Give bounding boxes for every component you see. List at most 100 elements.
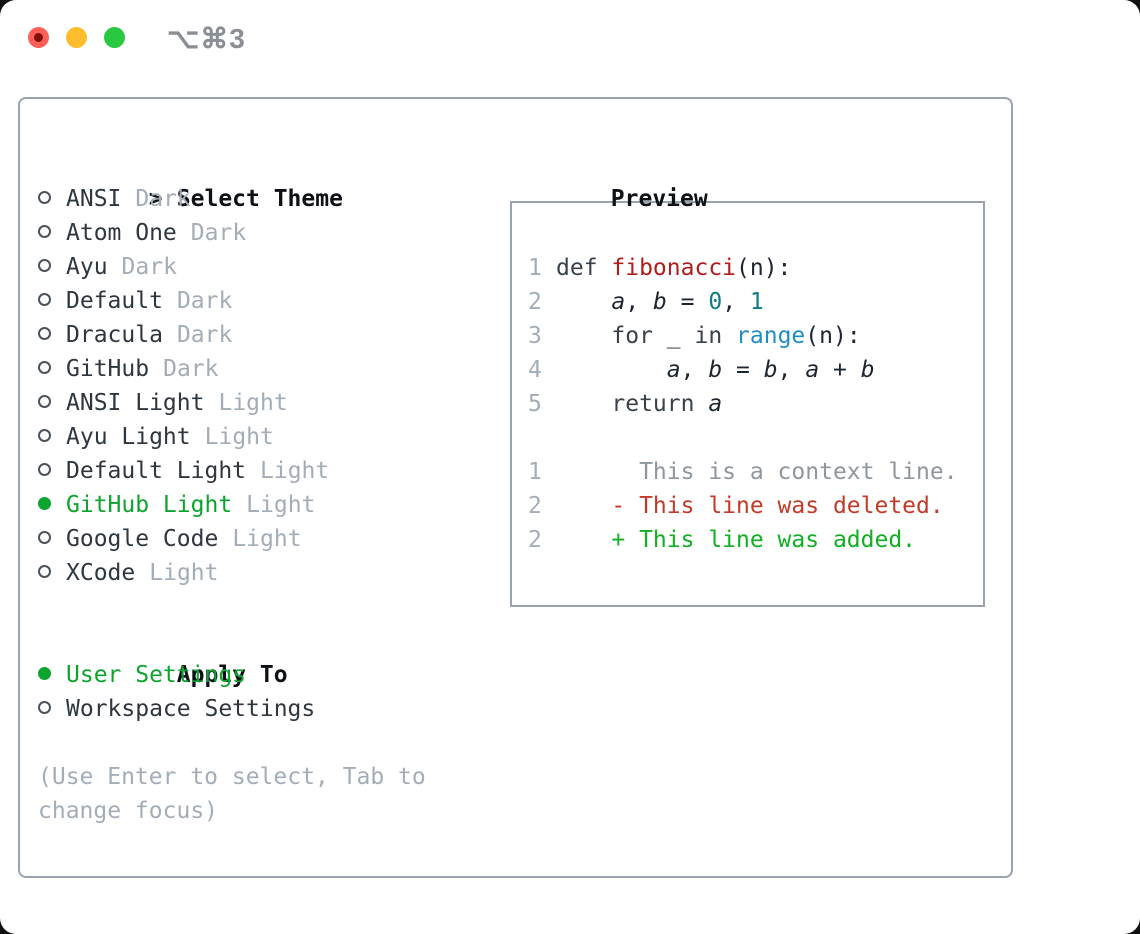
theme-variant-label: Dark — [163, 356, 219, 382]
code-segment: 0 — [708, 289, 723, 315]
code-segment: = — [666, 289, 709, 315]
code-segment: , — [680, 357, 709, 383]
code-segment: (n): — [736, 255, 792, 281]
theme-variant-label: Dark — [176, 288, 233, 314]
apply-option-user-settings[interactable]: User Settings — [38, 658, 468, 692]
hint-text: (Use Enter to select, Tab to change focu… — [38, 764, 426, 824]
code-line: 4 a, b = b, a + b — [528, 353, 983, 387]
code-segment: a — [708, 391, 723, 417]
preview-header: Preview — [500, 148, 985, 212]
code-segment: + This line was added. — [556, 527, 917, 553]
code-segment — [556, 289, 611, 315]
theme-variant-label: Light — [232, 526, 302, 552]
theme-variant-label: Light — [260, 458, 330, 484]
radio-icon — [38, 531, 51, 544]
select-theme-title: Select Theme — [176, 186, 343, 212]
spacer — [38, 590, 468, 624]
code-line: 2 + This line was added. — [528, 523, 983, 557]
theme-option-default[interactable]: Default Dark — [38, 284, 468, 318]
code-segment: range — [736, 323, 806, 349]
titlebar: ⌥⌘3 — [0, 0, 1140, 72]
theme-name: GitHub — [66, 356, 150, 382]
preview-title: Preview — [610, 186, 708, 212]
radio-icon — [38, 293, 51, 306]
code-segment — [694, 391, 708, 417]
theme-name: GitHub Light — [66, 492, 233, 518]
code-line: 3 for _ in range(n): — [528, 319, 983, 353]
theme-variant-label: Light — [246, 492, 316, 518]
code-segment: - This line was deleted. — [556, 493, 944, 519]
theme-option-github-light[interactable]: GitHub Light Light — [38, 488, 468, 522]
line-number: 5 — [528, 391, 542, 417]
theme-variant-label: Dark — [190, 220, 247, 246]
maximize-button[interactable] — [104, 27, 125, 48]
theme-option-github[interactable]: GitHub Dark — [38, 352, 468, 386]
code-segment: (n): — [805, 323, 861, 349]
code-segment: = — [722, 357, 764, 383]
code-segment: a — [666, 357, 681, 383]
theme-variant-label: Dark — [121, 254, 177, 280]
line-number: 3 — [528, 323, 542, 349]
code-segment: b — [763, 357, 778, 383]
code-segment — [556, 357, 667, 383]
line-number: 2 — [528, 493, 542, 519]
radio-icon — [38, 429, 51, 442]
theme-name: Default — [66, 288, 163, 314]
line-number: 2 — [528, 527, 542, 553]
line-number: 1 — [528, 459, 542, 485]
theme-variant-label: Light — [218, 390, 288, 416]
code-segment: return — [611, 391, 695, 417]
code-segment: , — [722, 289, 750, 315]
code-segment: , — [777, 357, 806, 383]
radio-icon — [38, 191, 51, 204]
theme-option-ayu[interactable]: Ayu Dark — [38, 250, 468, 284]
apply-option-label: User Settings — [66, 662, 247, 688]
radio-icon — [38, 497, 51, 510]
radio-icon — [38, 395, 51, 408]
code-line: 5 return a — [528, 387, 983, 421]
theme-name: ANSI Light — [66, 390, 205, 416]
code-segment: b — [708, 357, 723, 383]
code-segment: a — [611, 289, 626, 315]
theme-option-ansi-light[interactable]: ANSI Light Light — [38, 386, 468, 420]
line-number: 4 — [528, 357, 542, 383]
code-line: 2 - This line was deleted. — [528, 489, 983, 523]
code-line: 1 This is a context line. — [528, 455, 983, 489]
code-segment: b — [860, 357, 875, 383]
code-segment: , — [625, 289, 653, 315]
theme-name: Ayu — [66, 254, 108, 280]
code-segment: 1 — [749, 289, 764, 315]
radio-icon — [38, 667, 51, 680]
window-shortcut-label: ⌥⌘3 — [167, 23, 246, 54]
close-dot-icon — [34, 33, 43, 42]
code-segment: a — [805, 357, 820, 383]
radio-icon — [38, 701, 51, 714]
theme-variant-label: Dark — [176, 322, 233, 348]
code-segment — [722, 323, 736, 349]
apply-option-workspace-settings[interactable]: Workspace Settings — [38, 692, 468, 726]
minimize-button[interactable] — [66, 27, 87, 48]
radio-icon — [38, 463, 51, 476]
code-segment — [556, 323, 611, 349]
close-button[interactable] — [28, 27, 49, 48]
apply-to-header: Apply To — [38, 624, 468, 688]
code-segment: b — [652, 289, 667, 315]
code-segment: _ — [652, 323, 695, 349]
theme-name: Ayu Light — [66, 424, 191, 450]
line-number: 2 — [528, 289, 542, 315]
theme-name: ANSI — [66, 186, 122, 212]
code-segment: def — [556, 255, 612, 281]
